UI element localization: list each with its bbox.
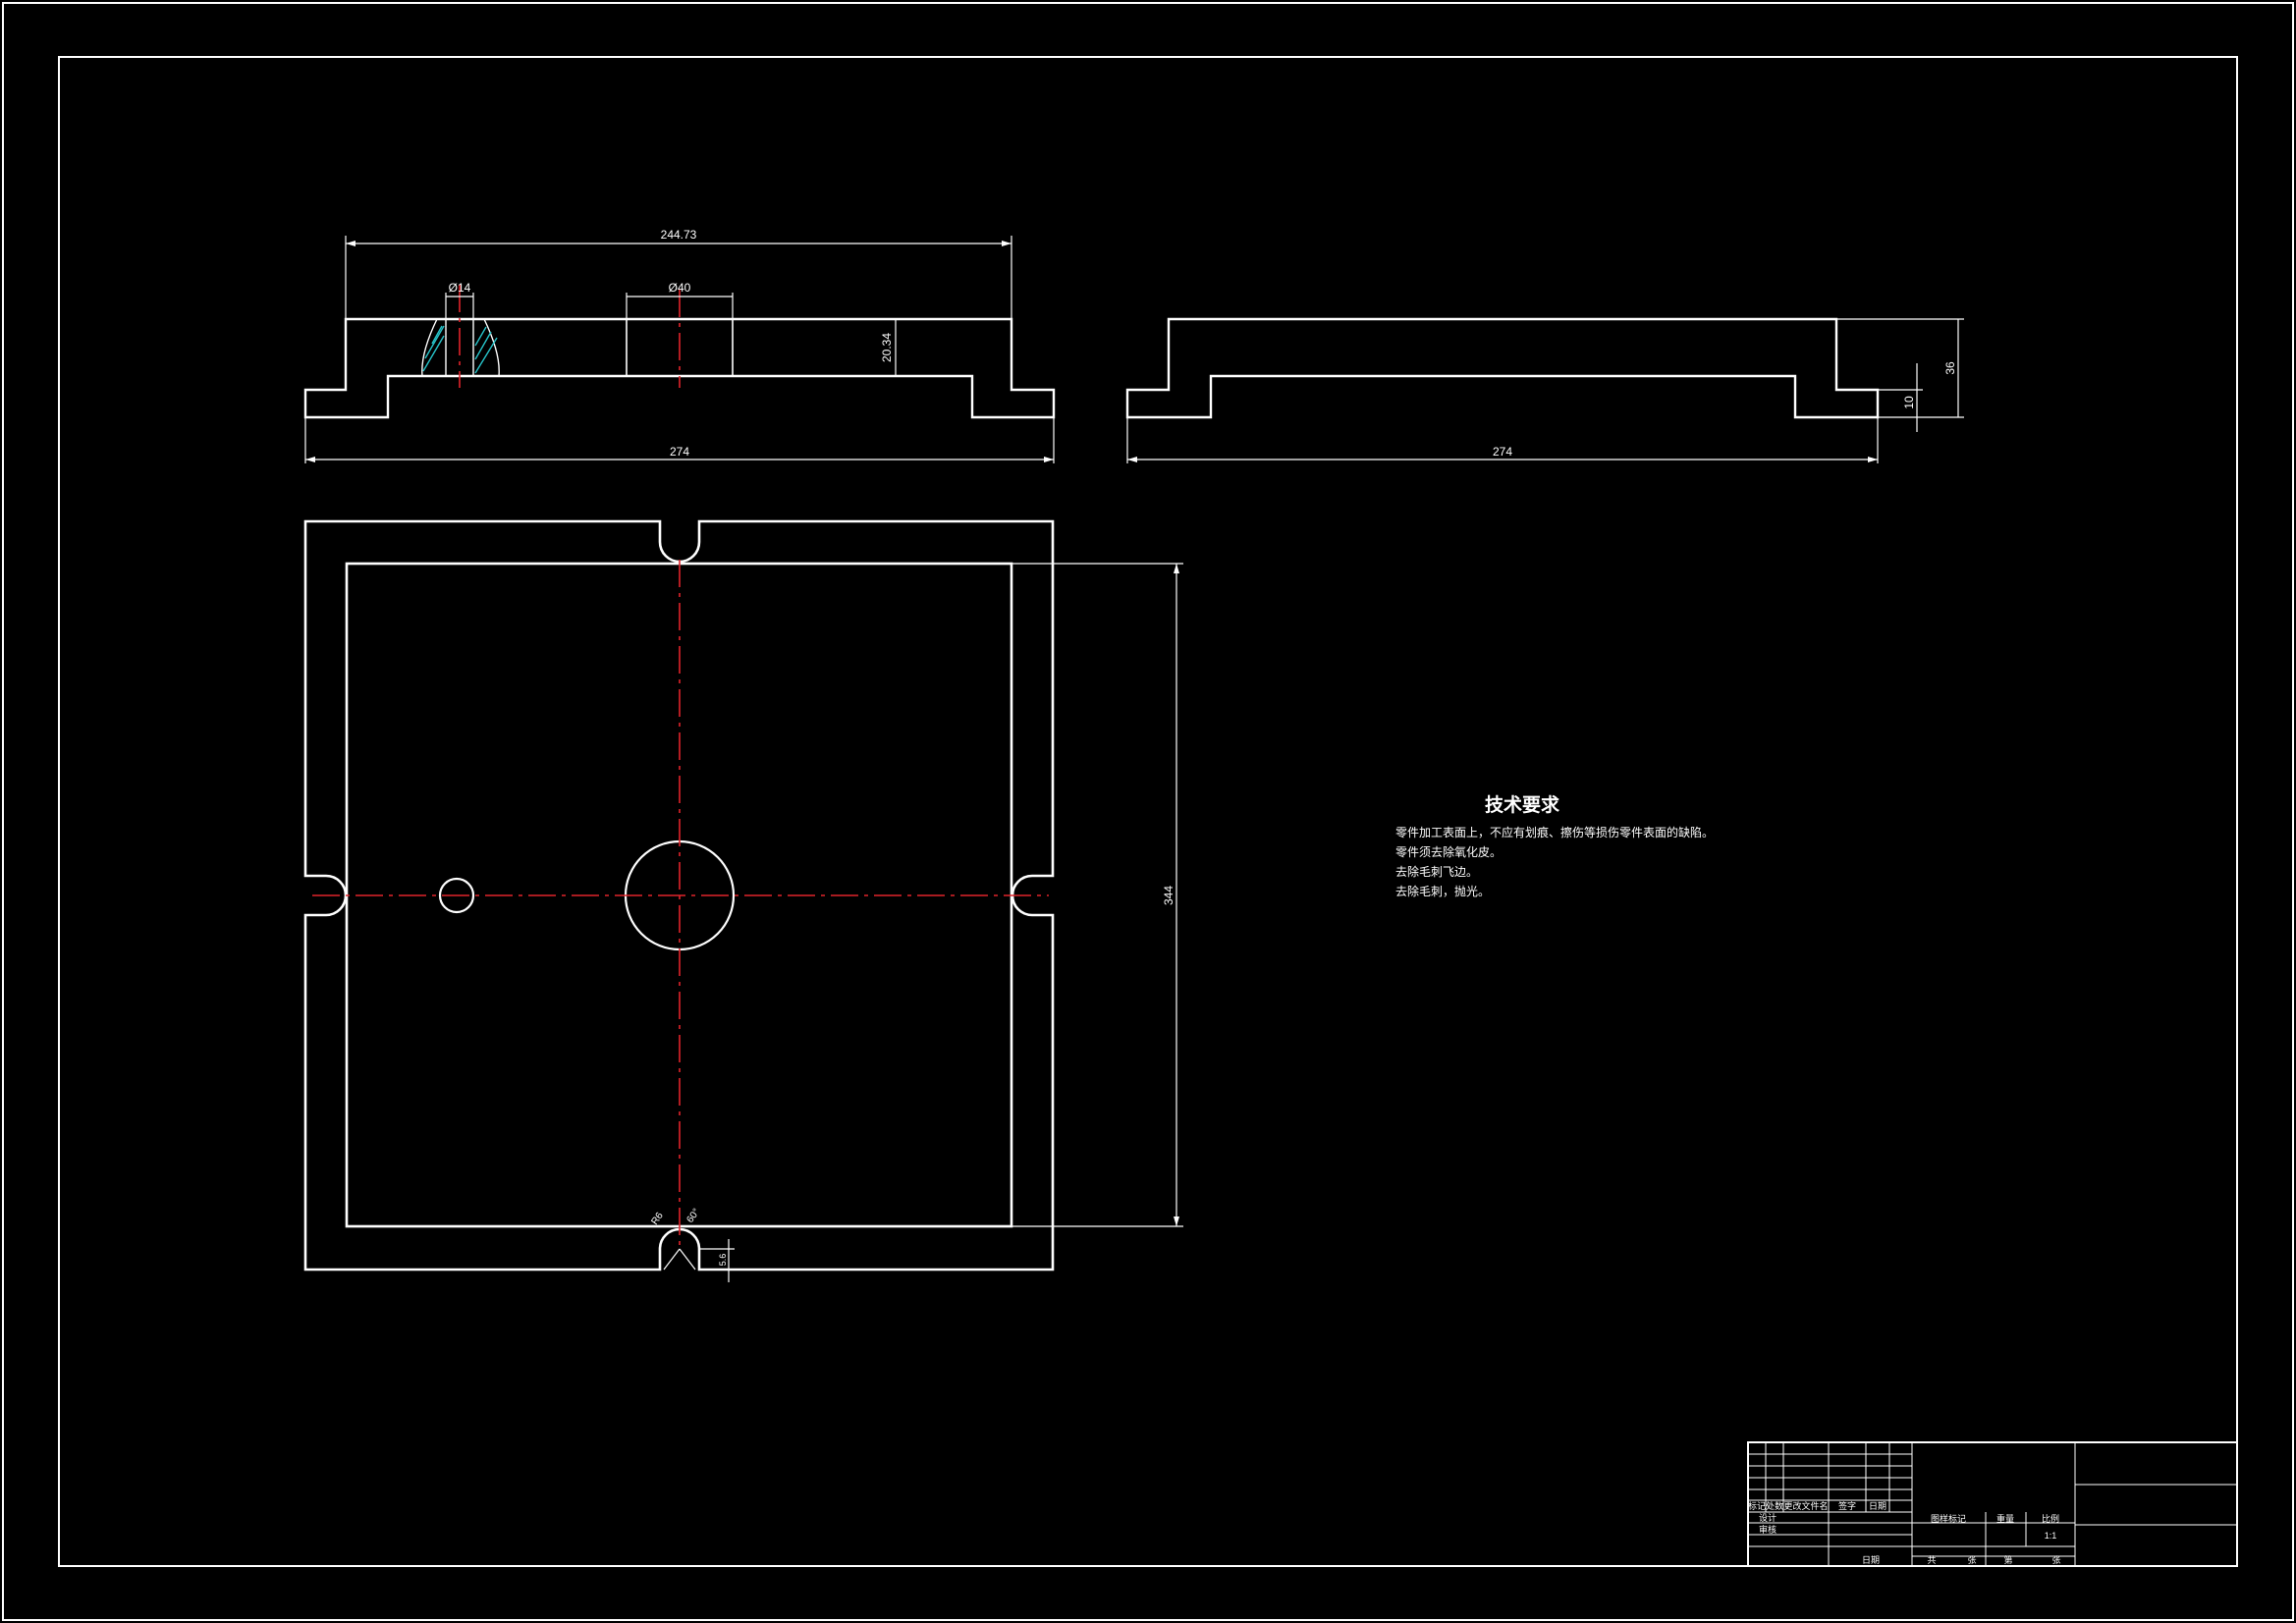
dim-side-width: 274 <box>1493 445 1512 459</box>
dim-front-width: 274 <box>670 445 689 459</box>
dim-slot-depth: 5.6 <box>718 1254 728 1267</box>
title-block-frame <box>1747 1441 2238 1567</box>
dim-center-bore: Ø40 <box>669 281 691 295</box>
tb-sheets-total: 共 <box>1927 1555 1936 1566</box>
dim-side-bore: Ø14 <box>449 281 471 295</box>
tech-item-4: 去除毛刺，抛光。 <box>1395 884 1490 898</box>
front-profile <box>303 317 1056 419</box>
plan-view: 344 R6 60° 5.6 <box>303 519 1183 1282</box>
side-bore-chamfer-left <box>421 318 438 377</box>
tech-item-3: 去除毛刺飞边。 <box>1395 864 1478 879</box>
tech-item-1: 零件加工表面上，不应有划痕、擦伤等损伤零件表面的缺陷。 <box>1395 825 1714 839</box>
side-bore-circle <box>438 877 475 914</box>
tb-sheet-word2: 张 <box>2051 1555 2060 1566</box>
inner-frame <box>58 56 2238 1567</box>
tb-rev-sign: 签字 <box>1838 1500 1856 1512</box>
tb-date: 日期 <box>1862 1555 1880 1566</box>
dim-recess-depth: 20.34 <box>880 333 894 362</box>
tb-weight: 重量 <box>1996 1513 2014 1525</box>
tb-rev-date: 日期 <box>1869 1501 1886 1512</box>
side-bore-chamfer-right <box>483 318 500 377</box>
section-hatch <box>422 325 498 374</box>
tb-rev-mark: 标记 <box>1748 1500 1766 1512</box>
tech-item-2: 零件须去除氧化皮。 <box>1395 844 1502 859</box>
tech-title: 技术要求 <box>1485 793 1560 816</box>
plan-outline <box>303 519 1055 1271</box>
tech-requirements: 技术要求 零件加工表面上，不应有划痕、擦伤等损伤零件表面的缺陷。 零件须去除氧化… <box>1395 793 1714 898</box>
side-profile <box>1125 317 1880 419</box>
tb-check: 审核 <box>1759 1524 1777 1536</box>
dim-top-overall: 244.73 <box>661 228 697 242</box>
dim-side-height: 36 <box>1943 361 1957 375</box>
tb-rev-count: 处数 <box>1766 1500 1783 1512</box>
tb-scale-value: 1:1 <box>2045 1531 2057 1541</box>
tb-rev-file: 更改文件名 <box>1783 1500 1828 1512</box>
tb-sheet-word: 张 <box>1967 1555 1976 1566</box>
front-section-view: 244.73 Ø14 Ø40 20.34 274 <box>303 228 1056 463</box>
dim-plan-length: 344 <box>1162 886 1175 905</box>
dim-side-step: 10 <box>1902 396 1916 409</box>
tb-scale-label: 比例 <box>2042 1513 2059 1525</box>
dim-slot-angle: 60° <box>684 1207 702 1225</box>
title-block: 标记 处数 更改文件名 签字 日期 设计 审核 日期 图样标记 重量 比例 1:… <box>1747 1441 2238 1567</box>
tb-design: 设计 <box>1759 1512 1777 1524</box>
tb-stage-mark: 图样标记 <box>1931 1513 1966 1525</box>
side-view: 274 36 10 <box>1125 317 1964 463</box>
dim-slot-radius: R6 <box>649 1211 666 1227</box>
tb-sheet-no: 第 <box>2003 1554 2012 1566</box>
